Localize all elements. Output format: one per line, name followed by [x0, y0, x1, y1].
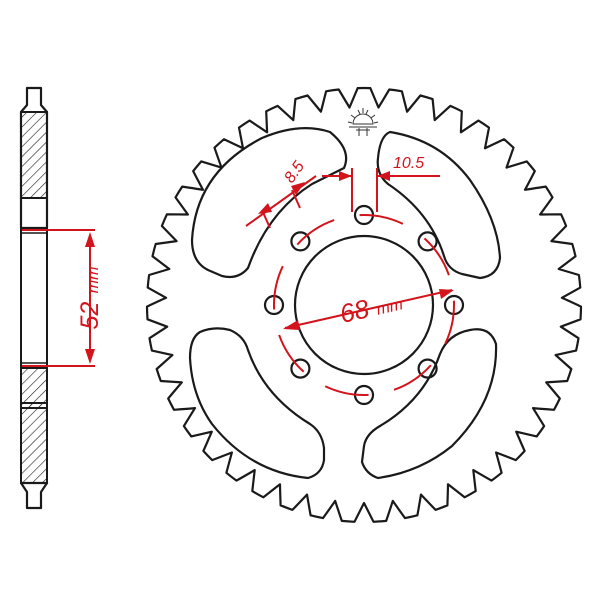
hole-spacing-value: 10.5	[393, 155, 424, 172]
window-bottom-left	[188, 327, 326, 480]
bolt-circle-value: 68	[337, 293, 372, 329]
window-top-right	[376, 130, 502, 280]
side-view-bottom-taper	[19, 481, 49, 510]
bolt-circle-arc	[273, 214, 455, 396]
sprocket-front-view	[145, 86, 583, 523]
side-view-hatch-bottom	[20, 402, 48, 484]
bolt-hole	[417, 231, 438, 252]
sun-logo-icon	[347, 108, 379, 136]
hub-width-unit: mm	[85, 267, 102, 294]
window-top-left	[190, 127, 348, 279]
hub-width-value: 52	[76, 302, 104, 330]
center-bore	[293, 234, 435, 376]
bolt-circle-dimension: 68 mm	[273, 214, 455, 396]
svg-text:68 mm: 68 mm	[337, 286, 405, 329]
hole-spacing-dimension: 10.5	[322, 155, 440, 212]
bolt-hole	[290, 231, 311, 252]
svg-text:52 mm: 52 mm	[76, 267, 104, 330]
bolt-hole	[290, 358, 311, 379]
sprocket-teeth-outline	[145, 86, 583, 523]
hole-diameter-dimension: 8.5	[245, 158, 317, 229]
sprocket-side-view	[19, 86, 49, 510]
bolt-hole	[417, 358, 438, 379]
bolt-circle-unit: mm	[375, 296, 405, 319]
side-view-hub	[20, 227, 48, 369]
lightening-windows	[188, 127, 502, 480]
window-bottom-right	[360, 328, 498, 480]
side-view-hatch-middle	[20, 367, 48, 409]
hole-diameter-value: 8.5	[281, 158, 308, 186]
hub-width-dimension: 52 mm	[22, 229, 104, 367]
side-view-hatch-top	[20, 111, 48, 199]
